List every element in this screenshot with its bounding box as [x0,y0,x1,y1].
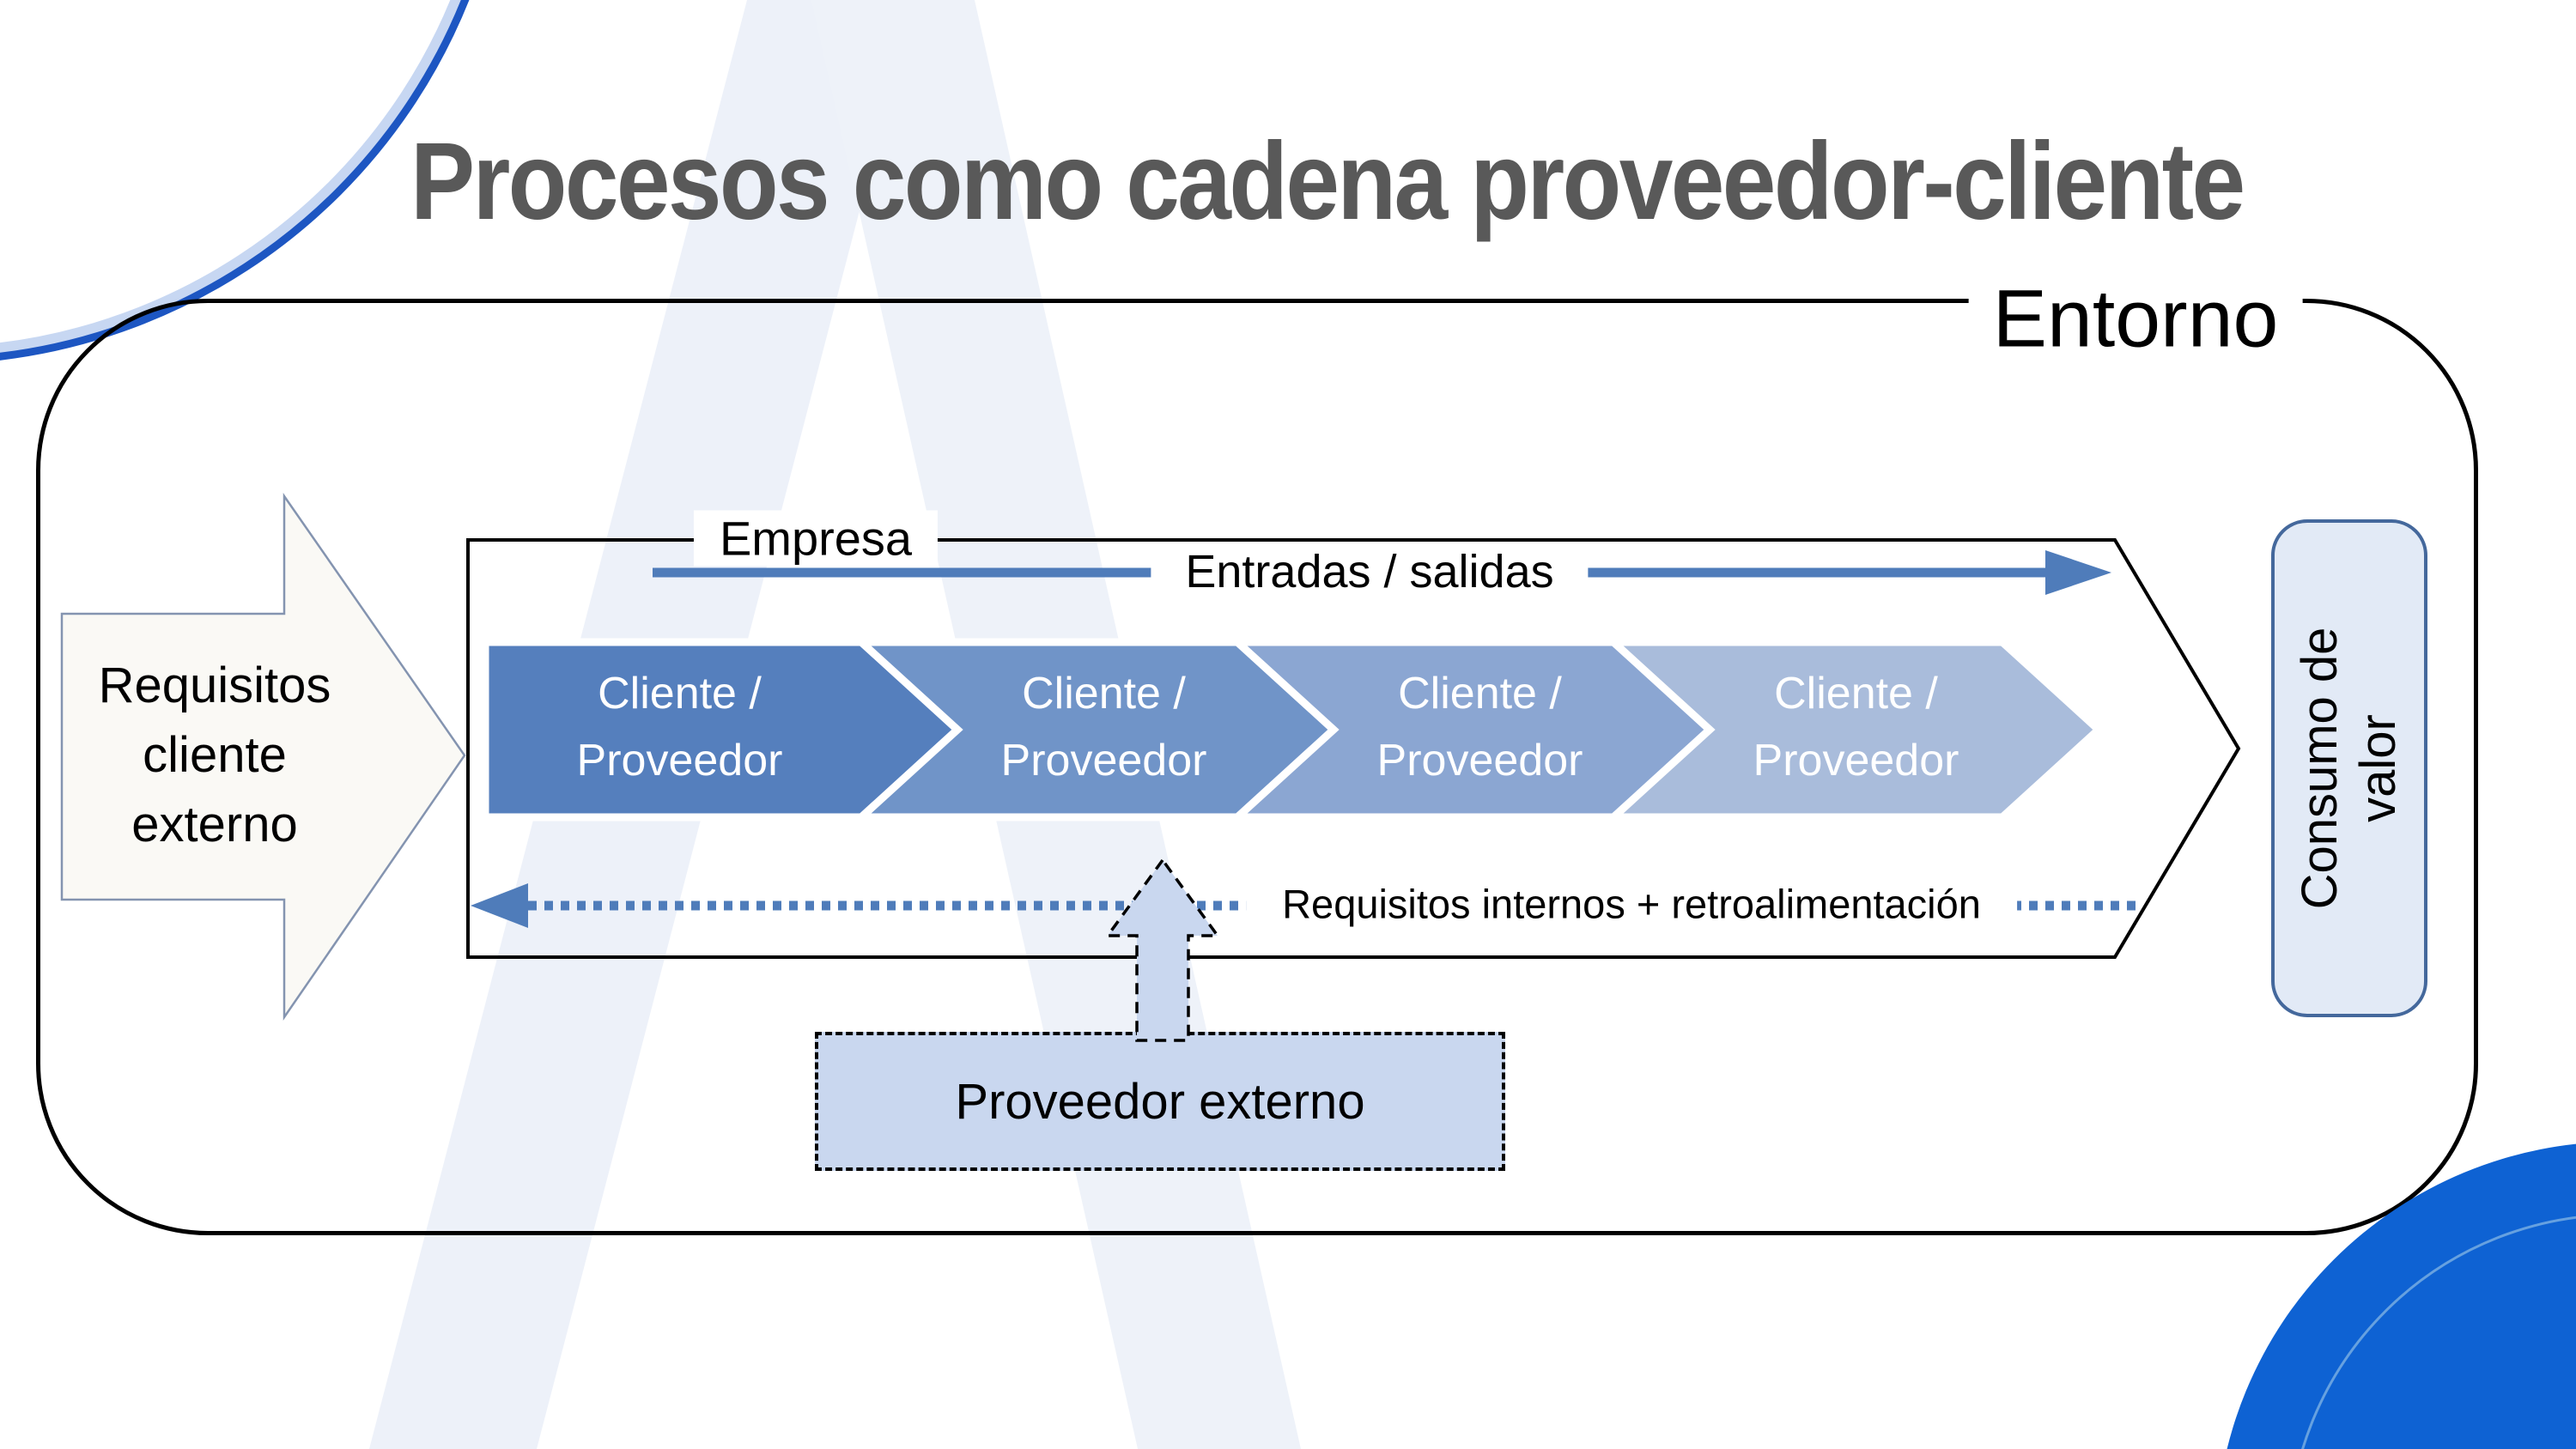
external-requirements-text: Requisitos cliente externo [47,651,382,859]
external-requirements-line1: Requisitos [98,658,331,713]
page-title: Procesos como cadena proveedor-cliente [410,120,2245,243]
external-supplier-box: Proveedor externo [815,1032,1505,1171]
environment-label: Entorno [1968,272,2303,367]
value-consumption-line1: Consumo de [2292,627,2348,910]
value-consumption-text: Consumo de valor [2291,627,2408,910]
external-requirements-line3: externo [131,797,298,852]
value-consumption-box: Consumo de valor [2271,519,2427,1017]
feedback-label: Requisitos internos + retroalimentación [1246,880,2017,928]
inputs-outputs-label: Entradas / salidas [1151,545,1589,598]
blue-circle-ring [2301,1216,2576,1449]
external-supplier-label: Proveedor externo [955,1073,1365,1130]
value-consumption-line2: valor [2350,714,2406,822]
external-requirements-line2: cliente [143,727,287,783]
company-label: Empresa [693,510,939,567]
